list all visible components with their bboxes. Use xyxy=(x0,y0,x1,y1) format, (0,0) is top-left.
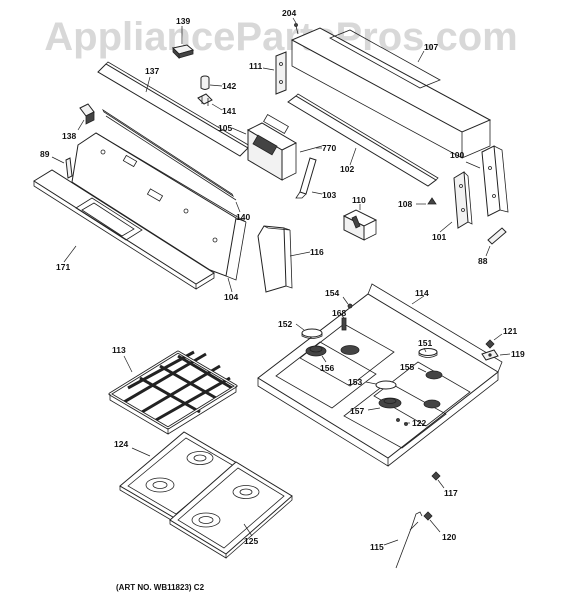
part-110-block xyxy=(342,209,378,241)
part-153-burner-cap xyxy=(375,380,397,390)
part-119-clip xyxy=(481,349,499,361)
callout-100: 100 xyxy=(450,150,464,160)
callout-157: 157 xyxy=(350,406,364,416)
callout-113: 113 xyxy=(112,345,126,355)
callout-171: 171 xyxy=(56,262,70,272)
callout-139: 139 xyxy=(176,16,190,26)
callout-114: 114 xyxy=(415,288,429,298)
callout-122: 122 xyxy=(412,418,426,428)
callout-116: 116 xyxy=(310,247,324,257)
part-100-side-panel xyxy=(481,145,509,217)
callout-121: 121 xyxy=(503,326,517,336)
callout-125: 125 xyxy=(244,536,258,546)
callout-101: 101 xyxy=(432,232,446,242)
part-111-side-bracket xyxy=(275,51,287,95)
watermark: AppliancePartsPros.com xyxy=(44,15,518,59)
part-121-screw xyxy=(485,339,495,349)
part-113-grate xyxy=(108,350,238,435)
callout-168: 168 xyxy=(332,308,346,318)
part-102-back-bar xyxy=(287,93,439,187)
part-108-screw xyxy=(427,197,437,205)
callout-110: 110 xyxy=(352,195,366,205)
callout-141: 141 xyxy=(222,106,236,116)
part-140-rod xyxy=(101,108,235,198)
part-138-end-cap xyxy=(79,103,95,125)
callout-89: 89 xyxy=(40,149,50,159)
part-105-clock-control xyxy=(246,113,298,181)
part-141-clip xyxy=(197,93,213,106)
callout-137: 137 xyxy=(145,66,159,76)
callout-204: 204 xyxy=(282,8,296,18)
callout-111: 111 xyxy=(249,61,263,71)
callout-119: 119 xyxy=(511,349,525,359)
callout-156: 156 xyxy=(320,363,334,373)
part-156-burner-head xyxy=(305,345,360,357)
part-204-screw xyxy=(294,23,299,35)
part-142-knob xyxy=(200,75,210,90)
callout-88: 88 xyxy=(478,256,488,266)
callout-104: 104 xyxy=(224,292,238,302)
part-770-wire xyxy=(299,145,323,153)
callout-142: 142 xyxy=(222,81,236,91)
callout-151: 151 xyxy=(418,338,432,348)
callout-120: 120 xyxy=(442,532,456,542)
part-104-control-panel xyxy=(71,132,247,281)
callout-155: 155 xyxy=(400,362,414,372)
callout-107: 107 xyxy=(424,42,438,52)
part-88-spacer xyxy=(487,227,507,245)
part-139-bracket xyxy=(171,44,195,59)
callout-124: 124 xyxy=(114,439,128,449)
part-154-orifice xyxy=(347,303,353,309)
part-152-burner-cap xyxy=(301,328,323,339)
callout-102: 102 xyxy=(340,164,354,174)
part-171-glass-panel xyxy=(33,169,215,290)
callout-770: 770 xyxy=(322,143,336,153)
part-125-drip-tray xyxy=(169,461,293,559)
callout-117: 117 xyxy=(444,488,458,498)
callout-108: 108 xyxy=(398,199,412,209)
part-157-burner-head xyxy=(378,397,441,409)
part-117-screw xyxy=(431,471,441,481)
callout-140: 140 xyxy=(236,212,250,222)
art-number: (ART NO. WB11823) C2 xyxy=(116,583,205,592)
callout-115: 115 xyxy=(370,542,384,552)
callout-152: 152 xyxy=(278,319,292,329)
part-103-bracket xyxy=(295,157,317,199)
callout-105: 105 xyxy=(218,123,232,133)
part-120-screw xyxy=(423,511,433,521)
part-89-pin xyxy=(65,157,73,179)
part-114-cooktop xyxy=(257,283,503,467)
callout-103: 103 xyxy=(322,190,336,200)
part-155-burner-head xyxy=(425,370,443,380)
part-115-leveler-rod xyxy=(395,511,423,569)
callout-138: 138 xyxy=(62,131,76,141)
part-107-backsplash xyxy=(290,27,492,159)
part-116-side-trim xyxy=(257,225,293,293)
callout-153: 153 xyxy=(348,377,362,387)
part-168-spark-electrode xyxy=(341,317,347,331)
callout-154: 154 xyxy=(325,288,339,298)
part-101-bracket xyxy=(453,171,473,229)
part-151-burner-cap xyxy=(418,348,438,358)
